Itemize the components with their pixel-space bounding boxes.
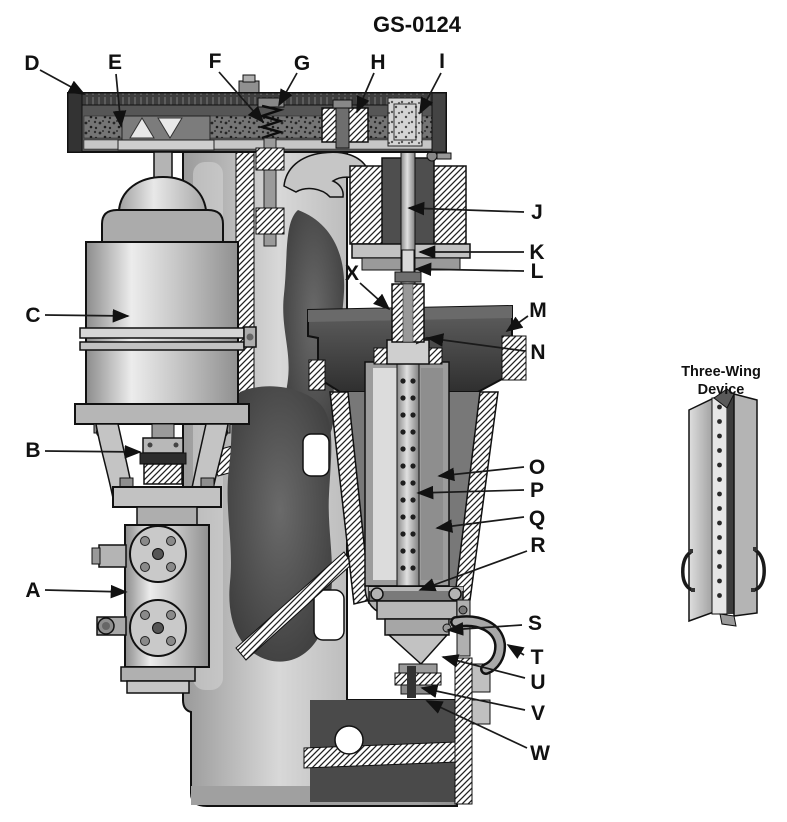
- callout-A-label: A: [25, 579, 40, 602]
- callout-W-label: W: [530, 742, 550, 765]
- callout-U-leader: [441, 654, 526, 679]
- callout-H-label: H: [370, 51, 385, 74]
- callout-D-leader: [39, 69, 86, 95]
- callout-U-label: U: [530, 671, 545, 694]
- callout-B-label: B: [25, 439, 40, 462]
- callout-F-leader: [218, 71, 265, 124]
- callout-B-leader: [44, 445, 142, 459]
- callout-C-leader: [44, 309, 130, 323]
- lower-assembly: [368, 586, 507, 698]
- callout-L-label: L: [531, 260, 544, 283]
- inset-title-line1: Three-Wing: [681, 364, 761, 380]
- callout-O-leader: [437, 466, 525, 482]
- callout-E-leader: [112, 73, 127, 128]
- callout-I-label: I: [439, 50, 445, 73]
- callout-A-leader: [44, 584, 128, 599]
- callout-I-leader: [419, 72, 442, 115]
- figure-title: GS-0124: [373, 12, 462, 37]
- callout-R-label: R: [530, 534, 545, 557]
- three-wing-device-inset: Three-Wing Device: [681, 364, 766, 627]
- callout-T-label: T: [531, 646, 544, 669]
- callout-G-label: G: [294, 52, 310, 75]
- callout-G-leader: [278, 72, 298, 107]
- callout-S-label: S: [528, 612, 542, 635]
- callout-T-leader: [506, 644, 525, 659]
- callout-W-leader: [425, 700, 528, 749]
- callout-M-label: M: [529, 299, 547, 322]
- callout-F-label: F: [209, 50, 222, 73]
- callout-P-label: P: [530, 479, 544, 502]
- callout-S-leader: [446, 622, 523, 636]
- callout-O-label: O: [529, 456, 545, 479]
- callout-E-label: E: [108, 51, 122, 74]
- callout-J-label: J: [531, 201, 543, 224]
- callout-D-label: D: [24, 52, 39, 75]
- callout-N-label: N: [530, 341, 545, 364]
- callout-P-leader: [416, 485, 525, 500]
- callout-N-leader: [426, 333, 526, 352]
- callout-C-label: C: [25, 304, 40, 327]
- wing-perforation-dots: [717, 404, 722, 598]
- inset-title-line2: Device: [698, 382, 745, 398]
- callout-X-label: X: [345, 262, 359, 285]
- callout-R-leader: [418, 550, 528, 592]
- callout-K-label: K: [529, 241, 544, 264]
- left-handle: [681, 550, 694, 592]
- actuator-and-valve: [74, 151, 257, 694]
- callout-Q-label: Q: [529, 507, 545, 530]
- callout-H-leader: [356, 72, 375, 114]
- callout-L-leader: [414, 262, 525, 277]
- callout-V-leader: [420, 684, 526, 711]
- right-handle: [753, 548, 766, 592]
- perforation-dots: [400, 378, 416, 571]
- inner-tube-assembly: [364, 320, 450, 619]
- callout-J-leader: [407, 201, 525, 216]
- callout-X-leader: [359, 282, 391, 311]
- callout-M-leader: [505, 315, 529, 332]
- callout-V-label: V: [531, 702, 545, 725]
- callout-Q-leader: [435, 516, 525, 533]
